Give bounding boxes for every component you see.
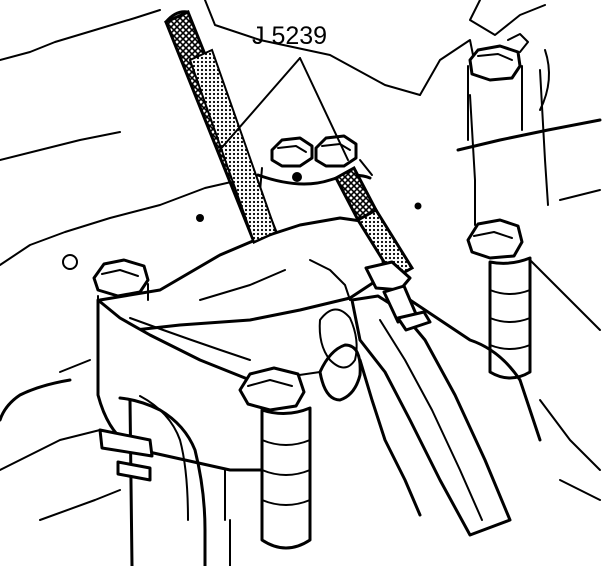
- callout-leaders: [217, 57, 349, 161]
- engine-block-background: [0, 0, 602, 501]
- guide-tool-short-rod: [333, 165, 432, 332]
- tool-callout-label: J 5239: [252, 22, 327, 50]
- right-cap-bolt: [466, 218, 532, 380]
- upper-right-bolt: [467, 33, 529, 141]
- bearing-cap: [92, 216, 387, 550]
- guide-tool-long-rod: [164, 9, 278, 245]
- crankshaft-journal: [0, 359, 231, 566]
